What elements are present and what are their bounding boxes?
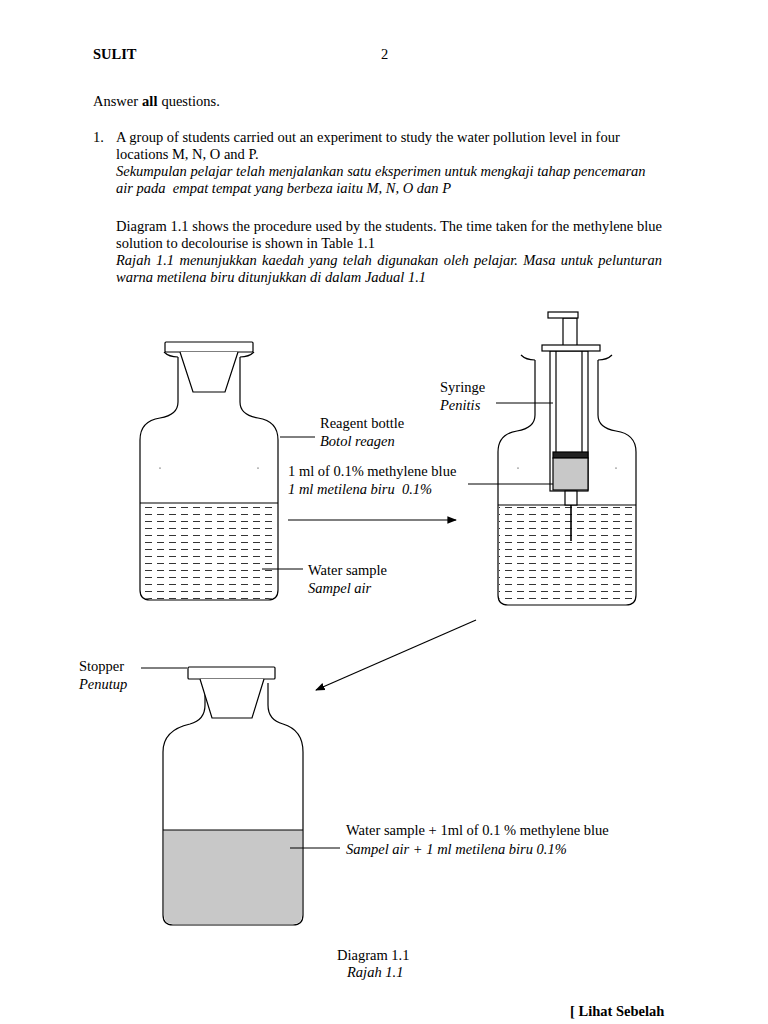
page-number: 2	[381, 46, 388, 63]
question-text: A group of students carried out an exper…	[116, 129, 662, 163]
part-label: 1 ml of 0.1% methylene blue	[288, 463, 456, 480]
part-label: Syringe	[440, 379, 485, 396]
part-label: Penitis	[440, 397, 480, 414]
reagent-bottle	[140, 342, 278, 600]
part-label: Water sample + 1ml of 0.1 % methylene bl…	[346, 822, 609, 839]
part-label: Penutup	[79, 676, 127, 693]
page-footer: [ Lihat Sebelah	[570, 1003, 664, 1020]
instruction: questions.	[161, 93, 219, 110]
part-label: Sampel air	[308, 580, 371, 597]
bottle-with-syringe	[498, 312, 636, 605]
leader-lines	[141, 403, 553, 848]
part-label: Botol reagen	[320, 433, 395, 450]
question-text: Rajah 1.1 menunjukkan kaedah yang telah …	[116, 252, 662, 286]
part-label: Sampel air + 1 ml metilena biru 0.1%	[346, 841, 567, 858]
instruction: Answer	[93, 93, 138, 110]
part-label: Stopper	[79, 658, 124, 675]
figure-caption: Rajah 1.1	[347, 964, 403, 981]
part-label: Reagent bottle	[320, 415, 404, 432]
step-arrow	[288, 519, 456, 520]
instruction: all	[142, 93, 157, 110]
question-number: 1.	[93, 129, 104, 146]
step-arrow	[316, 620, 476, 690]
security-mark: SULIT	[93, 46, 137, 63]
mixed-bottle	[163, 667, 303, 925]
question-text: Sekumpulan pelajar telah menjalankan sat…	[116, 163, 662, 197]
figure-caption: Diagram 1.1	[337, 947, 409, 964]
question-text: Diagram 1.1 shows the procedure used by …	[116, 218, 662, 252]
part-label: 1 ml metilena biru 0.1%	[288, 481, 432, 498]
part-label: Water sample	[308, 562, 387, 579]
